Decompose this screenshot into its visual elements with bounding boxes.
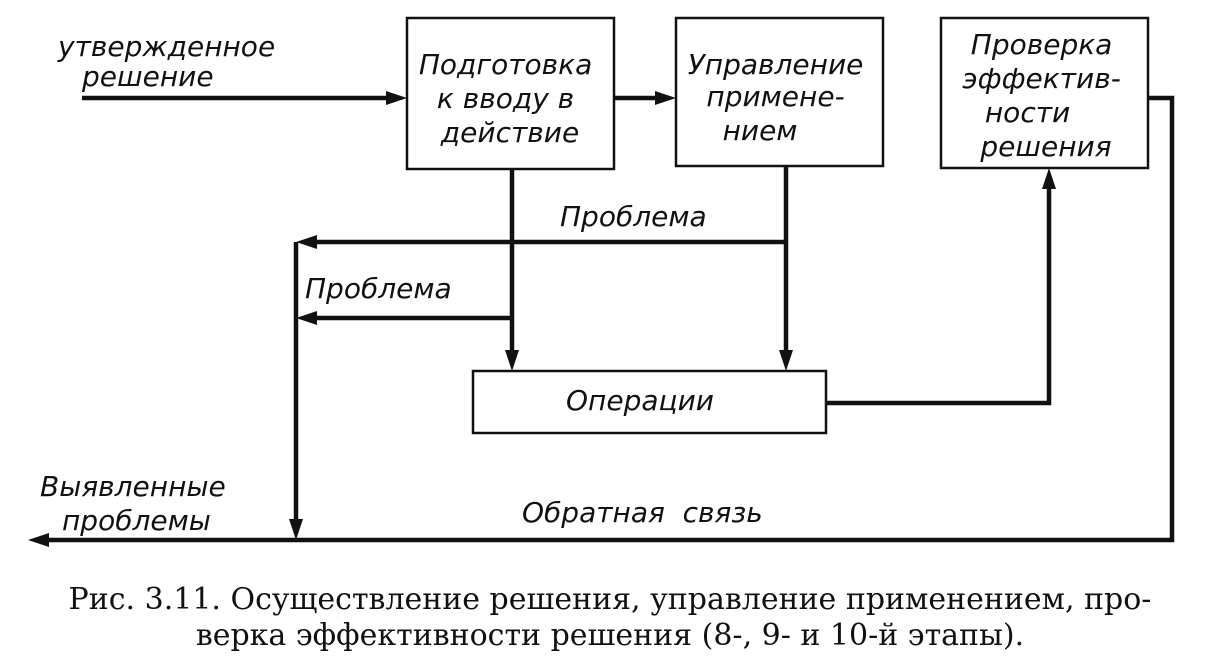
prepare-block-label-line-2: к вводу в: [437, 82, 574, 115]
input-label: утвержденное решение: [57, 30, 284, 93]
verify-block: [939, 16, 1150, 170]
verify-block-label-line-4: решения: [979, 130, 1111, 163]
prepare-block-label-line-3: действие: [440, 116, 579, 149]
verify-block-label-line-3: ности: [985, 96, 1070, 129]
problem-lower-label: Проблема: [305, 272, 452, 305]
operations-to-verify-arrowhead: [1042, 168, 1056, 189]
input-arrowhead: [386, 91, 407, 105]
input-label-line-2: решение: [81, 60, 214, 93]
prepare-to-operations-arrowhead: [505, 350, 519, 371]
problem-upper-label: Проблема: [560, 200, 707, 233]
prepare-block: [405, 16, 616, 171]
operations-block-label: Операции: [566, 384, 714, 417]
detected-problems-label-line-1: Выявленные: [40, 470, 226, 503]
prepare-to-manage-arrowhead: [655, 91, 676, 105]
feedback-label: Обратная связь: [522, 496, 763, 529]
verify-block-label: Проверка эффектив- ности решения: [962, 28, 1129, 163]
figure-caption-line-2: верка эффективности решения (8-, 9- и 10…: [195, 618, 1025, 653]
problem-lower-arrowhead: [296, 311, 317, 325]
manage-block-label-line-2: примене-: [706, 80, 844, 113]
manage-block: [674, 16, 885, 168]
manage-block-label-line-1: Управление: [688, 48, 864, 81]
manage-to-operations-arrowhead: [779, 350, 793, 371]
verify-block-label-line-2: эффектив-: [962, 62, 1121, 95]
figure-caption-line-1: Рис. 3.11. Осуществление решения, управл…: [68, 582, 1152, 617]
input-label-line-1: утвержденное: [57, 30, 275, 63]
problem-upper-arrowhead: [296, 235, 317, 249]
feedback-loop-line: [44, 95, 1175, 543]
detected-problems-label: Выявленные проблемы: [40, 470, 235, 537]
operations-to-verify-line: [826, 183, 1052, 406]
manage-block-label-line-3: нием: [723, 114, 798, 147]
feedback-arrowhead: [28, 533, 49, 547]
problem-collector-arrowhead: [289, 519, 303, 540]
prepare-block-label: Подготовка к вводу в действие: [419, 48, 601, 149]
figure-caption: Рис. 3.11. Осуществление решения, управл…: [0, 582, 1220, 654]
manage-block-label: Управление примене- нием: [688, 48, 873, 147]
verify-block-label-line-1: Проверка: [971, 28, 1113, 61]
prepare-block-label-line-1: Подготовка: [419, 48, 592, 81]
detected-problems-label-line-2: проблемы: [62, 504, 211, 537]
